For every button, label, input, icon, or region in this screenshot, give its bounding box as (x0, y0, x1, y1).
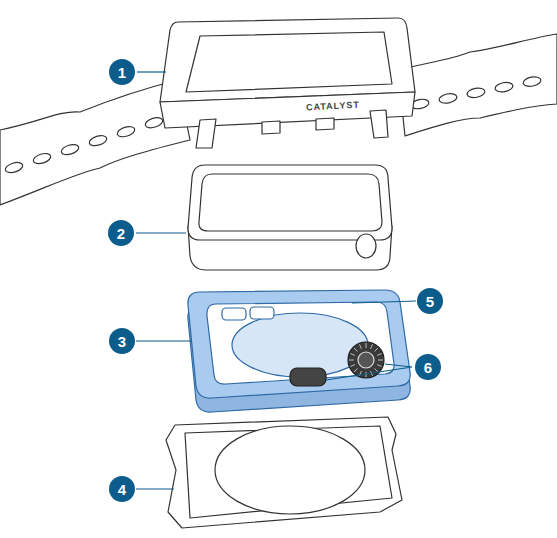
callout-number: 2 (108, 220, 134, 246)
blue-frame-top (188, 290, 410, 398)
blue-frame-slot (222, 308, 246, 320)
strap-hole (60, 143, 80, 157)
leader-line (136, 340, 192, 341)
watch-face (188, 165, 392, 240)
callout-number: 5 (417, 288, 443, 314)
callout-number: 4 (109, 476, 135, 502)
strap-hole (144, 116, 164, 130)
knurl-line (374, 348, 378, 352)
back-seal-rim (185, 426, 392, 518)
leader-line (137, 71, 166, 72)
frame-lug (196, 119, 216, 148)
frame-opening (186, 32, 392, 92)
knurl-line (374, 368, 378, 372)
knurl-line (354, 368, 358, 372)
frame-clip (262, 121, 280, 134)
leader-line (352, 301, 416, 303)
callout-number: 1 (109, 59, 135, 85)
knurl-line (377, 353, 382, 355)
leader-line (136, 232, 186, 233)
blue-frame-slot (250, 307, 274, 319)
knurl-line (350, 365, 355, 367)
watch-screen (199, 174, 382, 231)
right-strap (398, 34, 557, 136)
back-seal-window (215, 426, 365, 514)
strap-hole (88, 134, 108, 148)
knurl-line (366, 343, 367, 348)
strap-hole (116, 125, 136, 139)
back-seal (166, 417, 402, 528)
strap-hole (4, 161, 24, 175)
knurl-line (350, 353, 355, 355)
strap-hole (466, 87, 485, 99)
frame-lug (370, 110, 388, 138)
knurl-line (354, 348, 358, 352)
leader-line (326, 364, 412, 380)
strap-hole (438, 92, 457, 104)
crown-cap (358, 352, 374, 368)
knurl-line (349, 360, 354, 361)
frame-top (160, 18, 415, 102)
strap-hole (32, 152, 52, 166)
callout-number: 6 (415, 354, 441, 380)
side-button (290, 368, 326, 386)
leader-line (136, 488, 174, 489)
knurl-line (377, 365, 382, 367)
frame-clip (316, 118, 334, 130)
callout-number: 3 (109, 328, 135, 354)
watch-crown (356, 234, 376, 258)
strap-hole (522, 75, 541, 87)
knurl-line (378, 360, 383, 361)
knurl-line (359, 344, 361, 349)
strap-hole (494, 81, 513, 93)
knurl-line (371, 344, 373, 349)
